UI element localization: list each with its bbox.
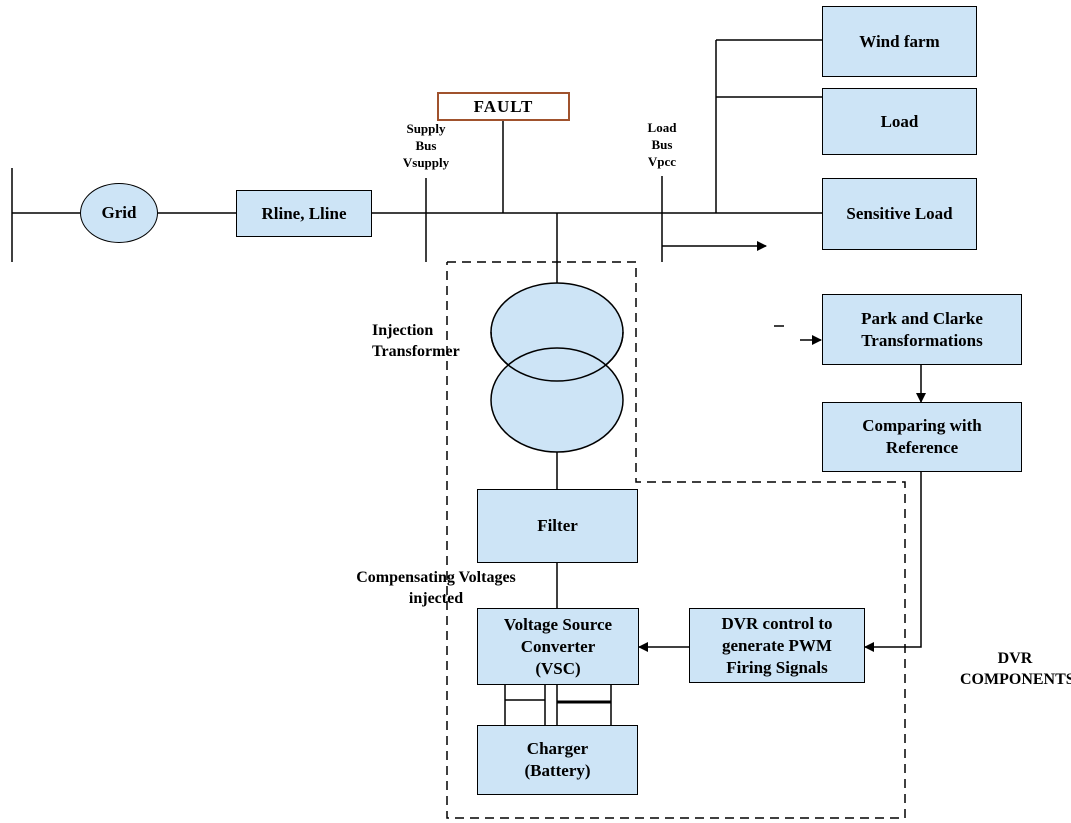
dvr-control-node: DVR control to generate PWM Firing Signa… <box>689 608 865 683</box>
grid-node: Grid <box>80 183 158 243</box>
filter-node: Filter <box>477 489 638 563</box>
injection-transformer-label: Injection Transformer <box>372 322 460 360</box>
load-bus-label: Load Bus Vpcc <box>647 120 677 169</box>
dvr-boundary <box>446 261 906 819</box>
vsc-node: Voltage Source Converter (VSC) <box>477 608 639 685</box>
supply-bus-label: Supply Bus Vsupply <box>402 121 450 170</box>
comparing-node: Comparing with Reference <box>822 402 1022 472</box>
compare-to-control <box>878 472 922 648</box>
load-node: Load <box>822 88 977 155</box>
charger-node: Charger (Battery) <box>477 725 638 795</box>
fault-node: FAULT <box>437 92 570 121</box>
park-clarke-node: Park and Clarke Transformations <box>822 294 1022 365</box>
wind-farm-node: Wind farm <box>822 6 977 77</box>
dvr-components-label: DVR COMPONENTS <box>960 650 1071 688</box>
rline-node: Rline, Lline <box>236 190 372 237</box>
sensitive-load-node: Sensitive Load <box>822 178 977 250</box>
transformer-overlap <box>490 331 624 382</box>
transformer-coil-bottom <box>490 347 624 453</box>
compensating-voltages-label: Compensating Voltages injected <box>356 569 516 607</box>
